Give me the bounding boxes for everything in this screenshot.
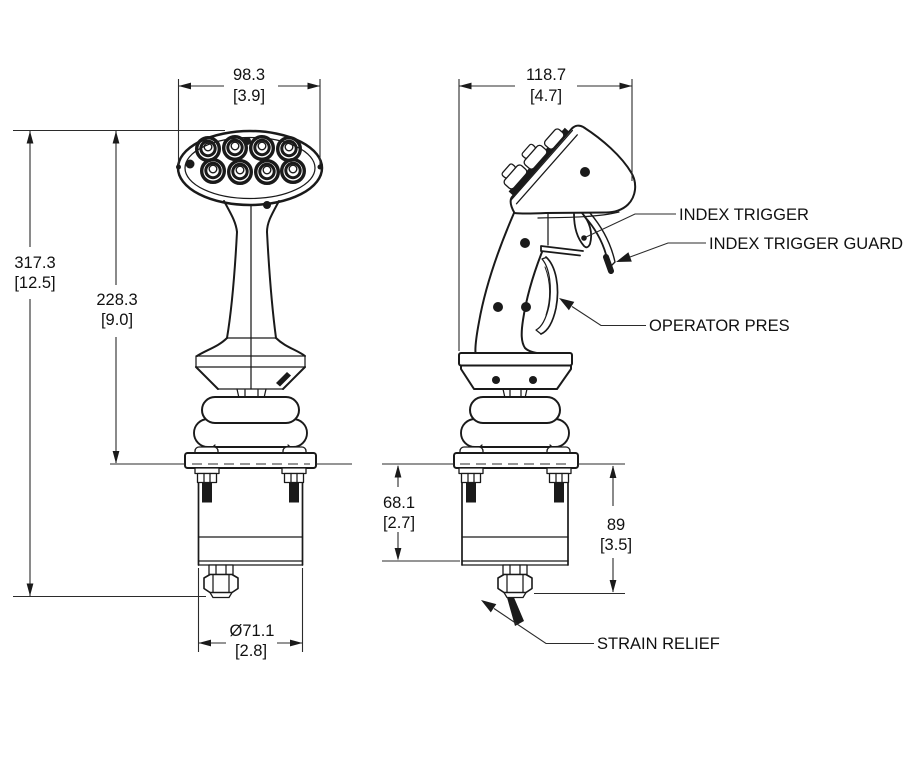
callout-operator-presence: OPERATOR PRES	[559, 298, 790, 335]
handle-shaft	[223, 200, 280, 390]
mounting-bolt	[194, 467, 220, 503]
front-view	[110, 129, 352, 599]
dimension-body-below-panel: 68.1 [2.7]	[382, 465, 460, 562]
grip-front-edge	[474, 212, 515, 354]
callout-label: OPERATOR PRES	[649, 317, 790, 335]
bellows-boot	[193, 396, 308, 461]
dimension-base-diameter: Ø71.1 [2.8]	[197, 568, 304, 660]
strain-relief-side	[497, 564, 533, 626]
pedestal-screw-icon	[492, 376, 500, 384]
dim-value-in: [3.5]	[600, 536, 632, 554]
shaft-flare	[195, 337, 306, 399]
callout-label: INDEX TRIGGER GUARD	[709, 235, 903, 253]
mounting-bolt	[281, 467, 307, 503]
dim-value-in: [4.7]	[530, 87, 562, 105]
dim-value-in: [2.8]	[235, 642, 267, 660]
callout-index-trigger: INDEX TRIGGER	[581, 206, 809, 241]
grip-screw-icon	[521, 302, 531, 312]
dim-value-mm: 118.7	[526, 66, 566, 84]
dim-value-mm: 317.3	[14, 254, 55, 272]
head-top-rim	[184, 136, 316, 200]
button-icon	[253, 158, 280, 185]
mounting-flange	[184, 446, 317, 469]
dim-value-mm: Ø71.1	[230, 622, 275, 640]
index-trigger-guard	[583, 212, 616, 274]
dim-value-in: [3.9]	[233, 87, 265, 105]
dimension-total-below-panel: 89 [3.5]	[534, 465, 632, 595]
grip-screw-icon	[493, 302, 503, 312]
dim-value-mm: 228.3	[96, 291, 137, 309]
body-cylinder	[197, 467, 304, 566]
button-profile-icon	[523, 144, 548, 170]
mounting-bolt	[458, 467, 484, 503]
cable-icon	[507, 597, 524, 626]
button-profile-icon	[503, 164, 528, 190]
grip-screw-icon	[580, 167, 590, 177]
dimension-grip-depth: 118.7 [4.7]	[458, 66, 633, 351]
mounting-flange	[453, 446, 579, 469]
dimension-handle-height: 228.3 [9.0]	[96, 131, 138, 464]
head-button-console	[501, 127, 578, 205]
mounting-bolt	[546, 467, 572, 503]
head-buttons	[194, 134, 307, 185]
grip-pedestal	[458, 352, 573, 399]
strain-relief-front	[203, 564, 239, 599]
dim-value-mm: 68.1	[383, 494, 415, 512]
callout-label: STRAIN RELIEF	[597, 635, 720, 653]
dimension-head-width: 98.3 [3.9]	[176, 66, 323, 170]
head-screw-icon	[263, 201, 271, 209]
callout-index-trigger-guard: INDEX TRIGGER GUARD	[616, 235, 903, 262]
side-view	[382, 124, 637, 626]
bellows-boot	[460, 396, 570, 461]
button-icon	[199, 157, 226, 184]
button-icon	[221, 134, 248, 161]
button-icon	[280, 157, 307, 184]
dim-value-in: [12.5]	[14, 274, 55, 292]
callout-strain-relief: STRAIN RELIEF	[481, 600, 720, 653]
cone-slot-icon	[276, 372, 291, 387]
grip-screw-icon	[520, 238, 530, 248]
button-icon	[226, 158, 253, 185]
dim-value-mm: 89	[607, 516, 625, 534]
body-cylinder	[461, 467, 569, 566]
pedestal-screw-icon	[529, 376, 537, 384]
callout-label: INDEX TRIGGER	[679, 206, 809, 224]
dim-value-mm: 98.3	[233, 66, 265, 84]
head-screw-icon	[243, 137, 251, 145]
dim-value-in: [2.7]	[383, 514, 415, 532]
dimension-overall-height: 317.3 [12.5]	[13, 129, 225, 598]
dim-value-in: [9.0]	[101, 311, 133, 329]
head-screw-icon	[185, 159, 195, 169]
button-profile-icon	[543, 128, 565, 150]
operator-presence-lever	[535, 256, 559, 335]
index-trigger	[540, 212, 593, 257]
button-icon	[248, 134, 275, 161]
